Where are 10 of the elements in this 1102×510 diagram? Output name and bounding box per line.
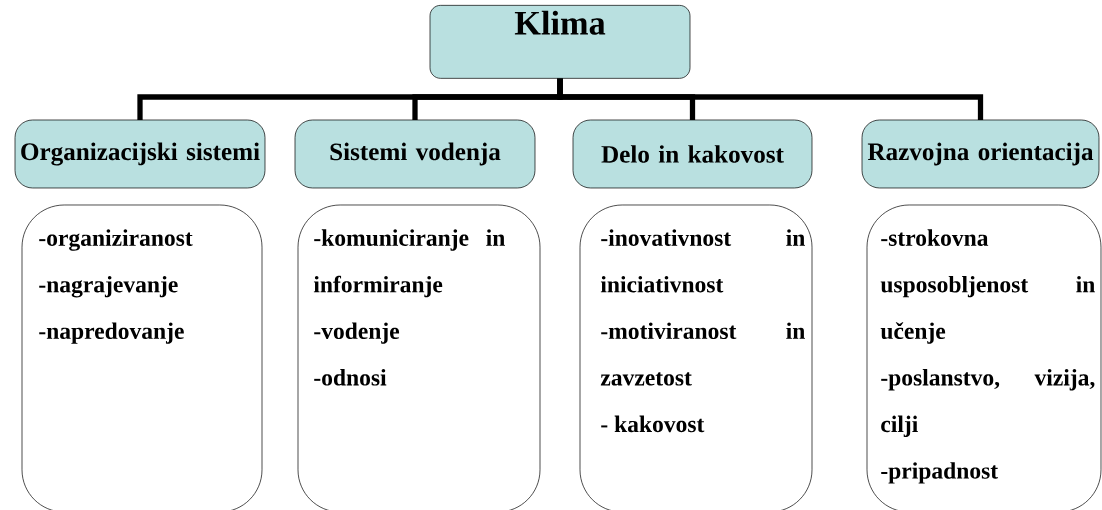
connector-line: [557, 78, 984, 120]
category-box: Organizacijski sistemi: [14, 119, 266, 189]
category-box: Delo in kakovost: [572, 119, 813, 189]
category-box: Razvojna orientacija: [861, 119, 1100, 189]
list-box: -inovativnost in iniciativnost -motiviranost in zavzetost - kakovost: [579, 204, 813, 510]
list-box: -komuniciranje in informiranje -vodenje -odnosi: [297, 204, 541, 510]
title-box: Klima: [429, 5, 691, 79]
category-box: Sistemi vodenja: [294, 119, 536, 189]
list-box: -strokovna usposobljenost in učenje -poslanstvo, vizija, cilji -pripadnost: [866, 204, 1102, 510]
list-box: -organiziranost -nagrajevanje -napredovanje: [21, 204, 263, 510]
